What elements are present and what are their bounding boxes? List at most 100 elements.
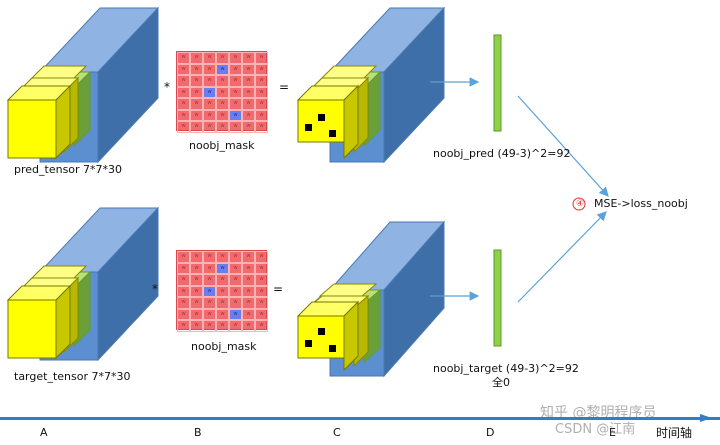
mask-cell: w — [190, 98, 203, 110]
mse-loss-label: MSE->loss_noobj — [594, 197, 688, 210]
mask-cell: w — [229, 109, 242, 121]
mask-cell: w — [255, 75, 268, 87]
mask-cell: w — [177, 52, 190, 64]
mask-cell: w — [255, 320, 268, 332]
mask-cell: w — [242, 98, 255, 110]
mask-cell: w — [203, 109, 216, 121]
mask-cell: w — [255, 297, 268, 309]
mask-cell: w — [203, 75, 216, 87]
axis-tick-e: E — [609, 426, 616, 439]
mask-cell: w — [229, 320, 242, 332]
mask-cell: w — [190, 52, 203, 64]
mask-cell: w — [255, 285, 268, 297]
mask-cell: w — [216, 274, 229, 286]
target-noobj-result-shape — [296, 220, 446, 378]
mask-cell: w — [229, 285, 242, 297]
mask-cell: w — [216, 63, 229, 75]
mask-cell: w — [255, 109, 268, 121]
arrow-pred-to-mse — [517, 95, 609, 197]
noobj-mask-label-top: noobj_mask — [189, 139, 255, 152]
mask-cell: w — [177, 308, 190, 320]
mask-cell: w — [190, 109, 203, 121]
mask-cell: w — [255, 52, 268, 64]
mask-cell: w — [177, 63, 190, 75]
mask-cell: w — [229, 63, 242, 75]
mask-cell: w — [229, 75, 242, 87]
mask-cell: w — [216, 109, 229, 121]
mask-cell: w — [242, 320, 255, 332]
mask-cell: w — [177, 320, 190, 332]
mask-cell: w — [177, 109, 190, 121]
mask-cell: w — [177, 98, 190, 110]
multiply-symbol-bottom: * — [152, 282, 158, 296]
axis-tick-c: C — [333, 426, 341, 439]
mask-cell: w — [229, 251, 242, 263]
mask-cell: w — [255, 262, 268, 274]
mask-cell: w — [255, 63, 268, 75]
mask-cell: w — [190, 63, 203, 75]
axis-tick-d: D — [486, 426, 495, 439]
mask-cell: w — [203, 121, 216, 133]
mask-cell: w — [190, 262, 203, 274]
mask-cell: w — [242, 297, 255, 309]
mask-cell: w — [242, 63, 255, 75]
mask-cell: w — [203, 52, 216, 64]
mask-cell: w — [255, 251, 268, 263]
mask-cell: w — [177, 75, 190, 87]
arrow-target-to-mse — [517, 211, 607, 303]
mask-cell: w — [242, 251, 255, 263]
mask-cell: w — [190, 251, 203, 263]
mask-cell: w — [229, 308, 242, 320]
axis-tick-b: B — [194, 426, 202, 439]
mask-cell: w — [216, 320, 229, 332]
mask-cell: w — [203, 320, 216, 332]
watermark-csdn: CSDN @江南 — [555, 422, 636, 437]
step-circle-icon — [572, 197, 586, 211]
mask-cell: w — [203, 308, 216, 320]
noobj-target-bar — [493, 249, 502, 347]
mask-cell: w — [242, 285, 255, 297]
target-tensor-label: target_tensor 7*7*30 — [14, 370, 131, 383]
mask-cell: w — [190, 121, 203, 133]
target-tensor-shape — [6, 206, 160, 362]
noobj-pred-bar — [493, 34, 502, 132]
mask-cell: w — [216, 98, 229, 110]
mask-cell: w — [190, 297, 203, 309]
time-axis-label: 时间轴 — [656, 426, 693, 440]
mask-cell: w — [177, 121, 190, 133]
mask-cell: w — [203, 274, 216, 286]
mask-cell: w — [229, 98, 242, 110]
noobj-mask-label-bottom: noobj_mask — [191, 340, 257, 353]
mask-cell: w — [216, 86, 229, 98]
equals-symbol-bottom: = — [273, 282, 284, 296]
mask-cell: w — [242, 86, 255, 98]
mask-cell: w — [190, 86, 203, 98]
time-axis-line — [0, 417, 720, 420]
watermark-zhihu: 知乎 @黎明程序员 — [540, 405, 657, 421]
mask-cell: w — [203, 98, 216, 110]
mask-cell: w — [229, 262, 242, 274]
mask-cell: w — [216, 308, 229, 320]
mask-cell: w — [177, 297, 190, 309]
pred-tensor-label: pred_tensor 7*7*30 — [14, 163, 123, 176]
mask-cell: w — [242, 308, 255, 320]
mask-cell: w — [203, 63, 216, 75]
mask-cell: w — [216, 285, 229, 297]
mask-cell: w — [177, 86, 190, 98]
mask-cell: w — [255, 98, 268, 110]
mask-cell: w — [177, 285, 190, 297]
mask-cell: w — [242, 75, 255, 87]
pred-noobj-result-shape — [296, 6, 446, 164]
mask-cell: w — [190, 285, 203, 297]
mask-cell: w — [190, 75, 203, 87]
mask-cell: w — [216, 262, 229, 274]
mask-cell: w — [242, 109, 255, 121]
multiply-symbol-top: * — [164, 80, 170, 94]
noobj-target-label: noobj_target (49-3)^2=92 — [433, 362, 579, 375]
axis-tick-a: A — [40, 426, 48, 439]
mask-cell: w — [216, 297, 229, 309]
step-number: ④ — [575, 199, 585, 209]
mask-cell: w — [203, 262, 216, 274]
mask-cell: w — [216, 121, 229, 133]
